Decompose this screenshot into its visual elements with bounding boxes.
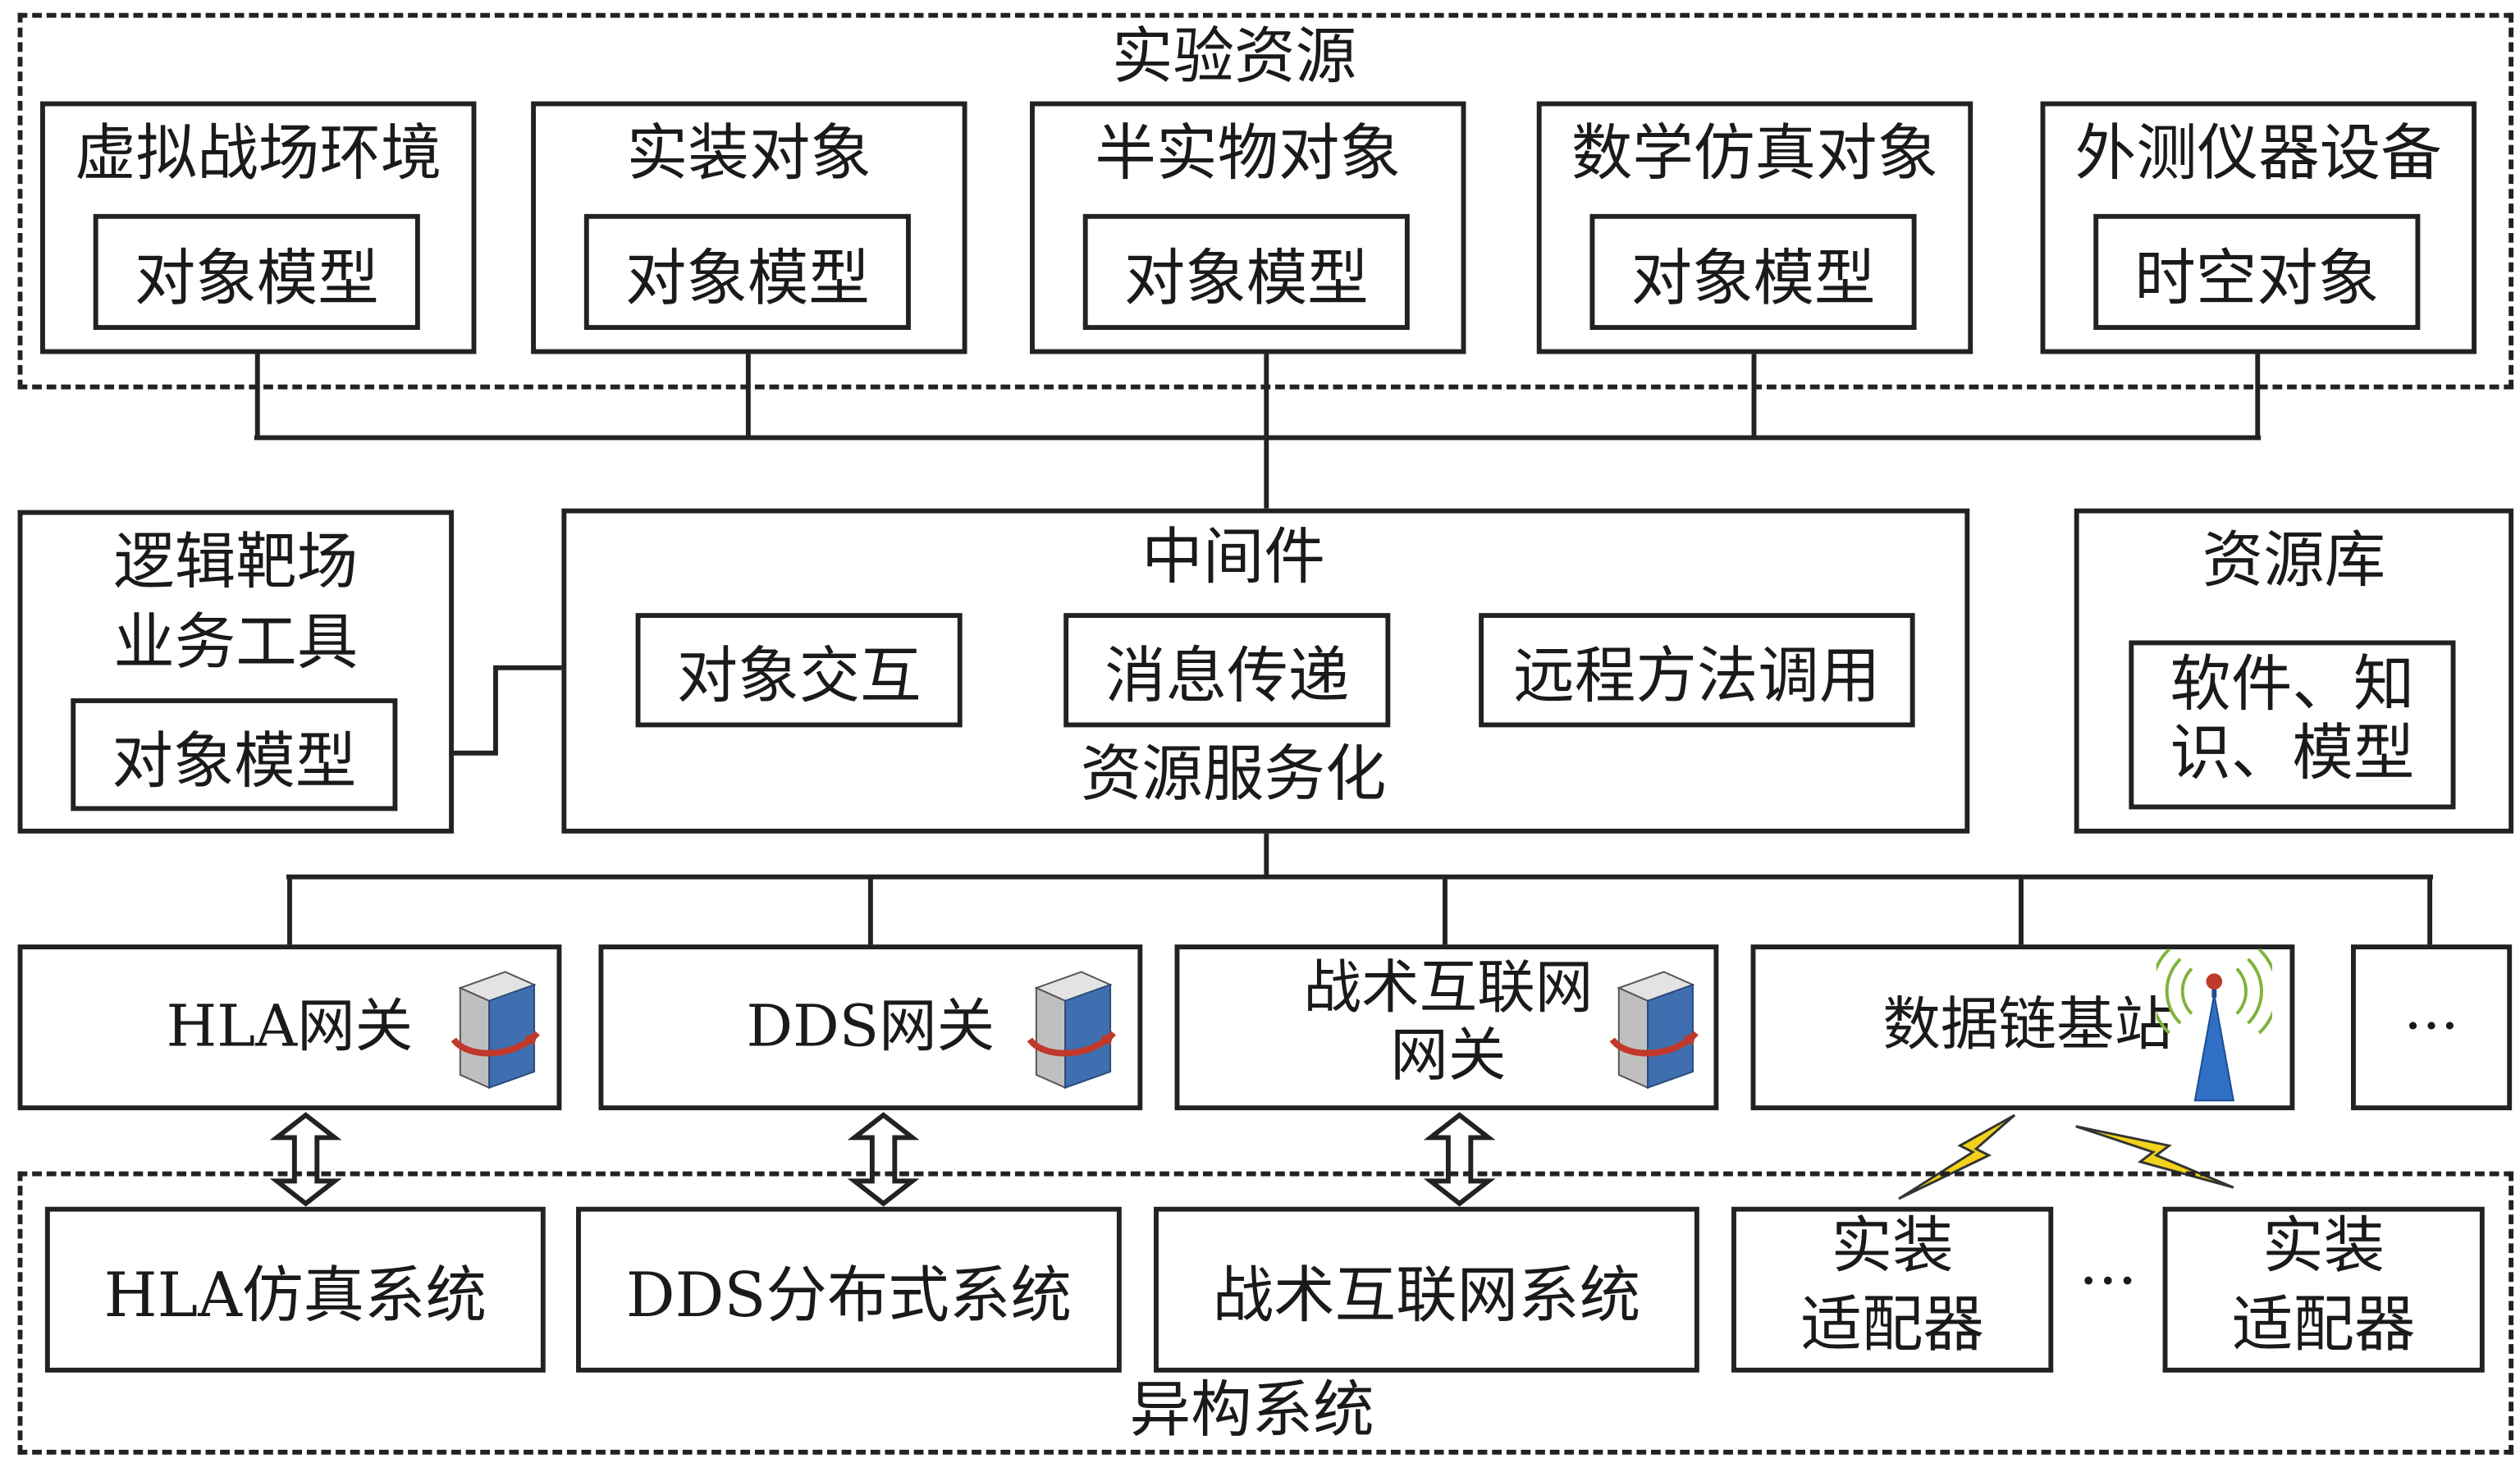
adapter-line2: 适配器 xyxy=(2231,1288,2416,1360)
experiment-resources-title: 实验资源 xyxy=(1112,21,1357,92)
system-hla: HLA仿真系统 xyxy=(44,1206,546,1373)
middleware-module: 远程方法调用 xyxy=(1479,613,1915,728)
middleware-footer: 资源服务化 xyxy=(1080,738,1387,810)
system-dds: DDS分布式系统 xyxy=(576,1206,1122,1373)
server-icon xyxy=(450,971,540,1090)
resource-label: 半实物对象 xyxy=(1095,117,1402,189)
middleware-title: 中间件 xyxy=(1141,521,1325,592)
system-adapter xyxy=(1731,1206,2054,1373)
system-tactical: 战术互联网系统 xyxy=(1154,1206,1699,1373)
resource-label: 数学仿真对象 xyxy=(1571,117,1939,189)
resource-library-title: 资源库 xyxy=(2202,524,2386,596)
logic-range-line2: 业务工具 xyxy=(113,606,359,678)
lightning-icon xyxy=(1898,1113,2016,1200)
adapter-line1: 实装 xyxy=(1831,1209,1954,1281)
heterogeneous-systems-title: 异构系统 xyxy=(1129,1374,1374,1445)
antenna-icon xyxy=(2156,948,2272,1102)
resource-library-line1: 软件、知 xyxy=(2170,648,2415,720)
resource-sub-box: 对象模型 xyxy=(583,213,911,331)
resource-sub-box: 对象模型 xyxy=(1589,213,1917,331)
resource-library-content-box xyxy=(2129,640,2456,810)
double-arrow-tactical xyxy=(1423,1112,1496,1207)
resource-library-line2: 识、模型 xyxy=(2170,717,2415,789)
gateway-label-line1: 战术互联网 xyxy=(1303,955,1594,1022)
adapter-line1: 实装 xyxy=(2262,1209,2385,1281)
experiment-resources-group xyxy=(17,12,2514,390)
gateway-label-line2: 网关 xyxy=(1390,1023,1507,1090)
adapter-line2: 适配器 xyxy=(1800,1288,1984,1360)
double-arrow-hla xyxy=(269,1112,342,1207)
gateway-label: DDS网关 xyxy=(746,994,995,1061)
resource-sub-box: 对象模型 xyxy=(93,213,420,331)
resource-label: 外测仪器设备 xyxy=(2074,117,2442,189)
server-icon xyxy=(1609,971,1699,1090)
gateway-label: 数据链基站 xyxy=(1882,992,2173,1059)
server-icon xyxy=(1027,971,1116,1090)
resource-label: 实装对象 xyxy=(626,117,871,189)
resource-sub-box: 对象模型 xyxy=(1082,213,1410,331)
logic-range-sub-box: 对象模型 xyxy=(71,698,398,812)
middleware-module: 对象交互 xyxy=(635,613,963,728)
resource-label: 虚拟战场环境 xyxy=(75,117,442,189)
system-adapter xyxy=(2162,1206,2485,1373)
logic-range-line1: 逻辑靶场 xyxy=(113,526,359,597)
middleware-module: 消息传递 xyxy=(1063,613,1391,728)
resource-sub-box: 时空对象 xyxy=(2093,213,2421,331)
heterogeneous-systems-group xyxy=(17,1171,2514,1455)
gateway-label: HLA网关 xyxy=(166,994,414,1061)
gateway-more: ··· xyxy=(2351,944,2513,1111)
double-arrow-dds xyxy=(847,1112,920,1207)
systems-ellipsis: ··· xyxy=(2079,1245,2138,1317)
